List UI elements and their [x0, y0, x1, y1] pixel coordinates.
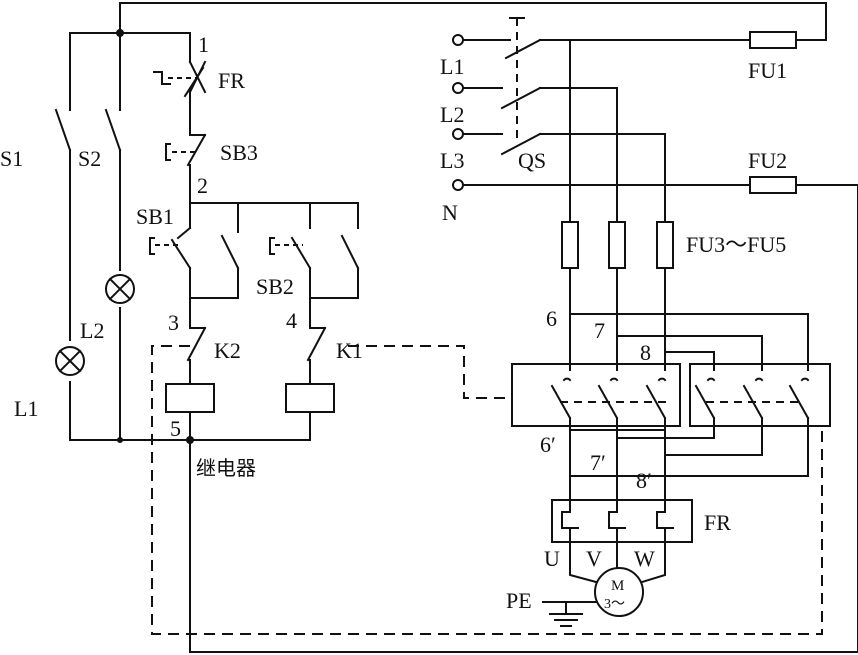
- label-s1: S1: [0, 146, 23, 171]
- label-s2: S2: [78, 146, 101, 171]
- k2-interlock-contact: [186, 326, 207, 362]
- label-u: U: [544, 546, 560, 571]
- label-sb1: SB1: [136, 204, 174, 229]
- label-node5: 5: [170, 416, 181, 441]
- sb3-stop-button: [165, 133, 207, 167]
- label-qs: QS: [518, 148, 546, 173]
- label-fr-top: FR: [218, 68, 245, 93]
- label-node7: 7: [594, 318, 605, 343]
- label-k1: K1: [336, 338, 363, 363]
- label-relay: 继电器: [196, 456, 256, 480]
- contactor-contacts: [550, 377, 810, 420]
- switch-s2: [104, 108, 122, 152]
- label-node1: 1: [198, 32, 209, 57]
- label-fr-bottom: FR: [704, 510, 731, 535]
- label-fu1: FU1: [748, 58, 787, 83]
- label-sb2: SB2: [256, 274, 294, 299]
- label-fu2: FU2: [748, 148, 787, 173]
- contactor-k2: [689, 363, 831, 427]
- label-line-l1: L1: [440, 54, 464, 79]
- label-line-l2: L2: [440, 102, 464, 127]
- qs-main-switch: [500, 17, 542, 156]
- label-node2: 2: [197, 173, 208, 198]
- fr-thermal-relay: [551, 499, 693, 584]
- label-line-l3: L3: [440, 148, 464, 173]
- power-lines: [452, 34, 858, 223]
- label-motor-phase: 3～: [604, 597, 625, 612]
- label-w: W: [634, 546, 655, 571]
- left-control-wiring: [69, 2, 858, 653]
- coil-k1: [285, 383, 335, 413]
- k1-mechanical-link: [348, 345, 512, 399]
- label-node8: 8: [640, 340, 651, 365]
- label-motor-m: M: [611, 578, 624, 594]
- label-node8p: 8′: [636, 468, 652, 493]
- fuse-fu4: [608, 221, 626, 269]
- label-k2: K2: [214, 338, 241, 363]
- sb2-start-button: [269, 234, 360, 270]
- sb1-start-button: [149, 226, 240, 270]
- coil-k2: [165, 383, 215, 413]
- label-neutral: N: [442, 200, 458, 225]
- contactor-k1: [511, 363, 681, 427]
- label-v: V: [586, 546, 602, 571]
- k2-mechanical-link: [151, 345, 823, 635]
- label-lamp-l1: L1: [14, 396, 38, 421]
- label-node3: 3: [168, 310, 179, 335]
- label-node7p: 7′: [590, 450, 606, 475]
- lamp-l2: [105, 274, 135, 304]
- fuse-fu2: [749, 176, 797, 194]
- k1-interlock-contact: [306, 326, 327, 362]
- label-node6p: 6′: [540, 432, 556, 457]
- label-fu3-fu5: FU3～FU5: [686, 232, 786, 257]
- fr-thermal-contact: [153, 60, 207, 98]
- label-sb3: SB3: [220, 140, 258, 165]
- motor: [594, 567, 644, 617]
- label-pe: PE: [506, 588, 532, 613]
- fuse-fu3: [561, 221, 579, 269]
- fuse-fu1: [749, 31, 797, 49]
- fuse-fu5: [656, 221, 674, 269]
- switch-s1: [54, 108, 72, 152]
- label-node6: 6: [546, 306, 557, 331]
- pe-ground: [542, 601, 597, 627]
- label-node4: 4: [286, 308, 297, 333]
- label-lamp-l2: L2: [80, 318, 104, 343]
- contactor-wiring: [569, 267, 809, 501]
- lamp-l1: [55, 346, 85, 376]
